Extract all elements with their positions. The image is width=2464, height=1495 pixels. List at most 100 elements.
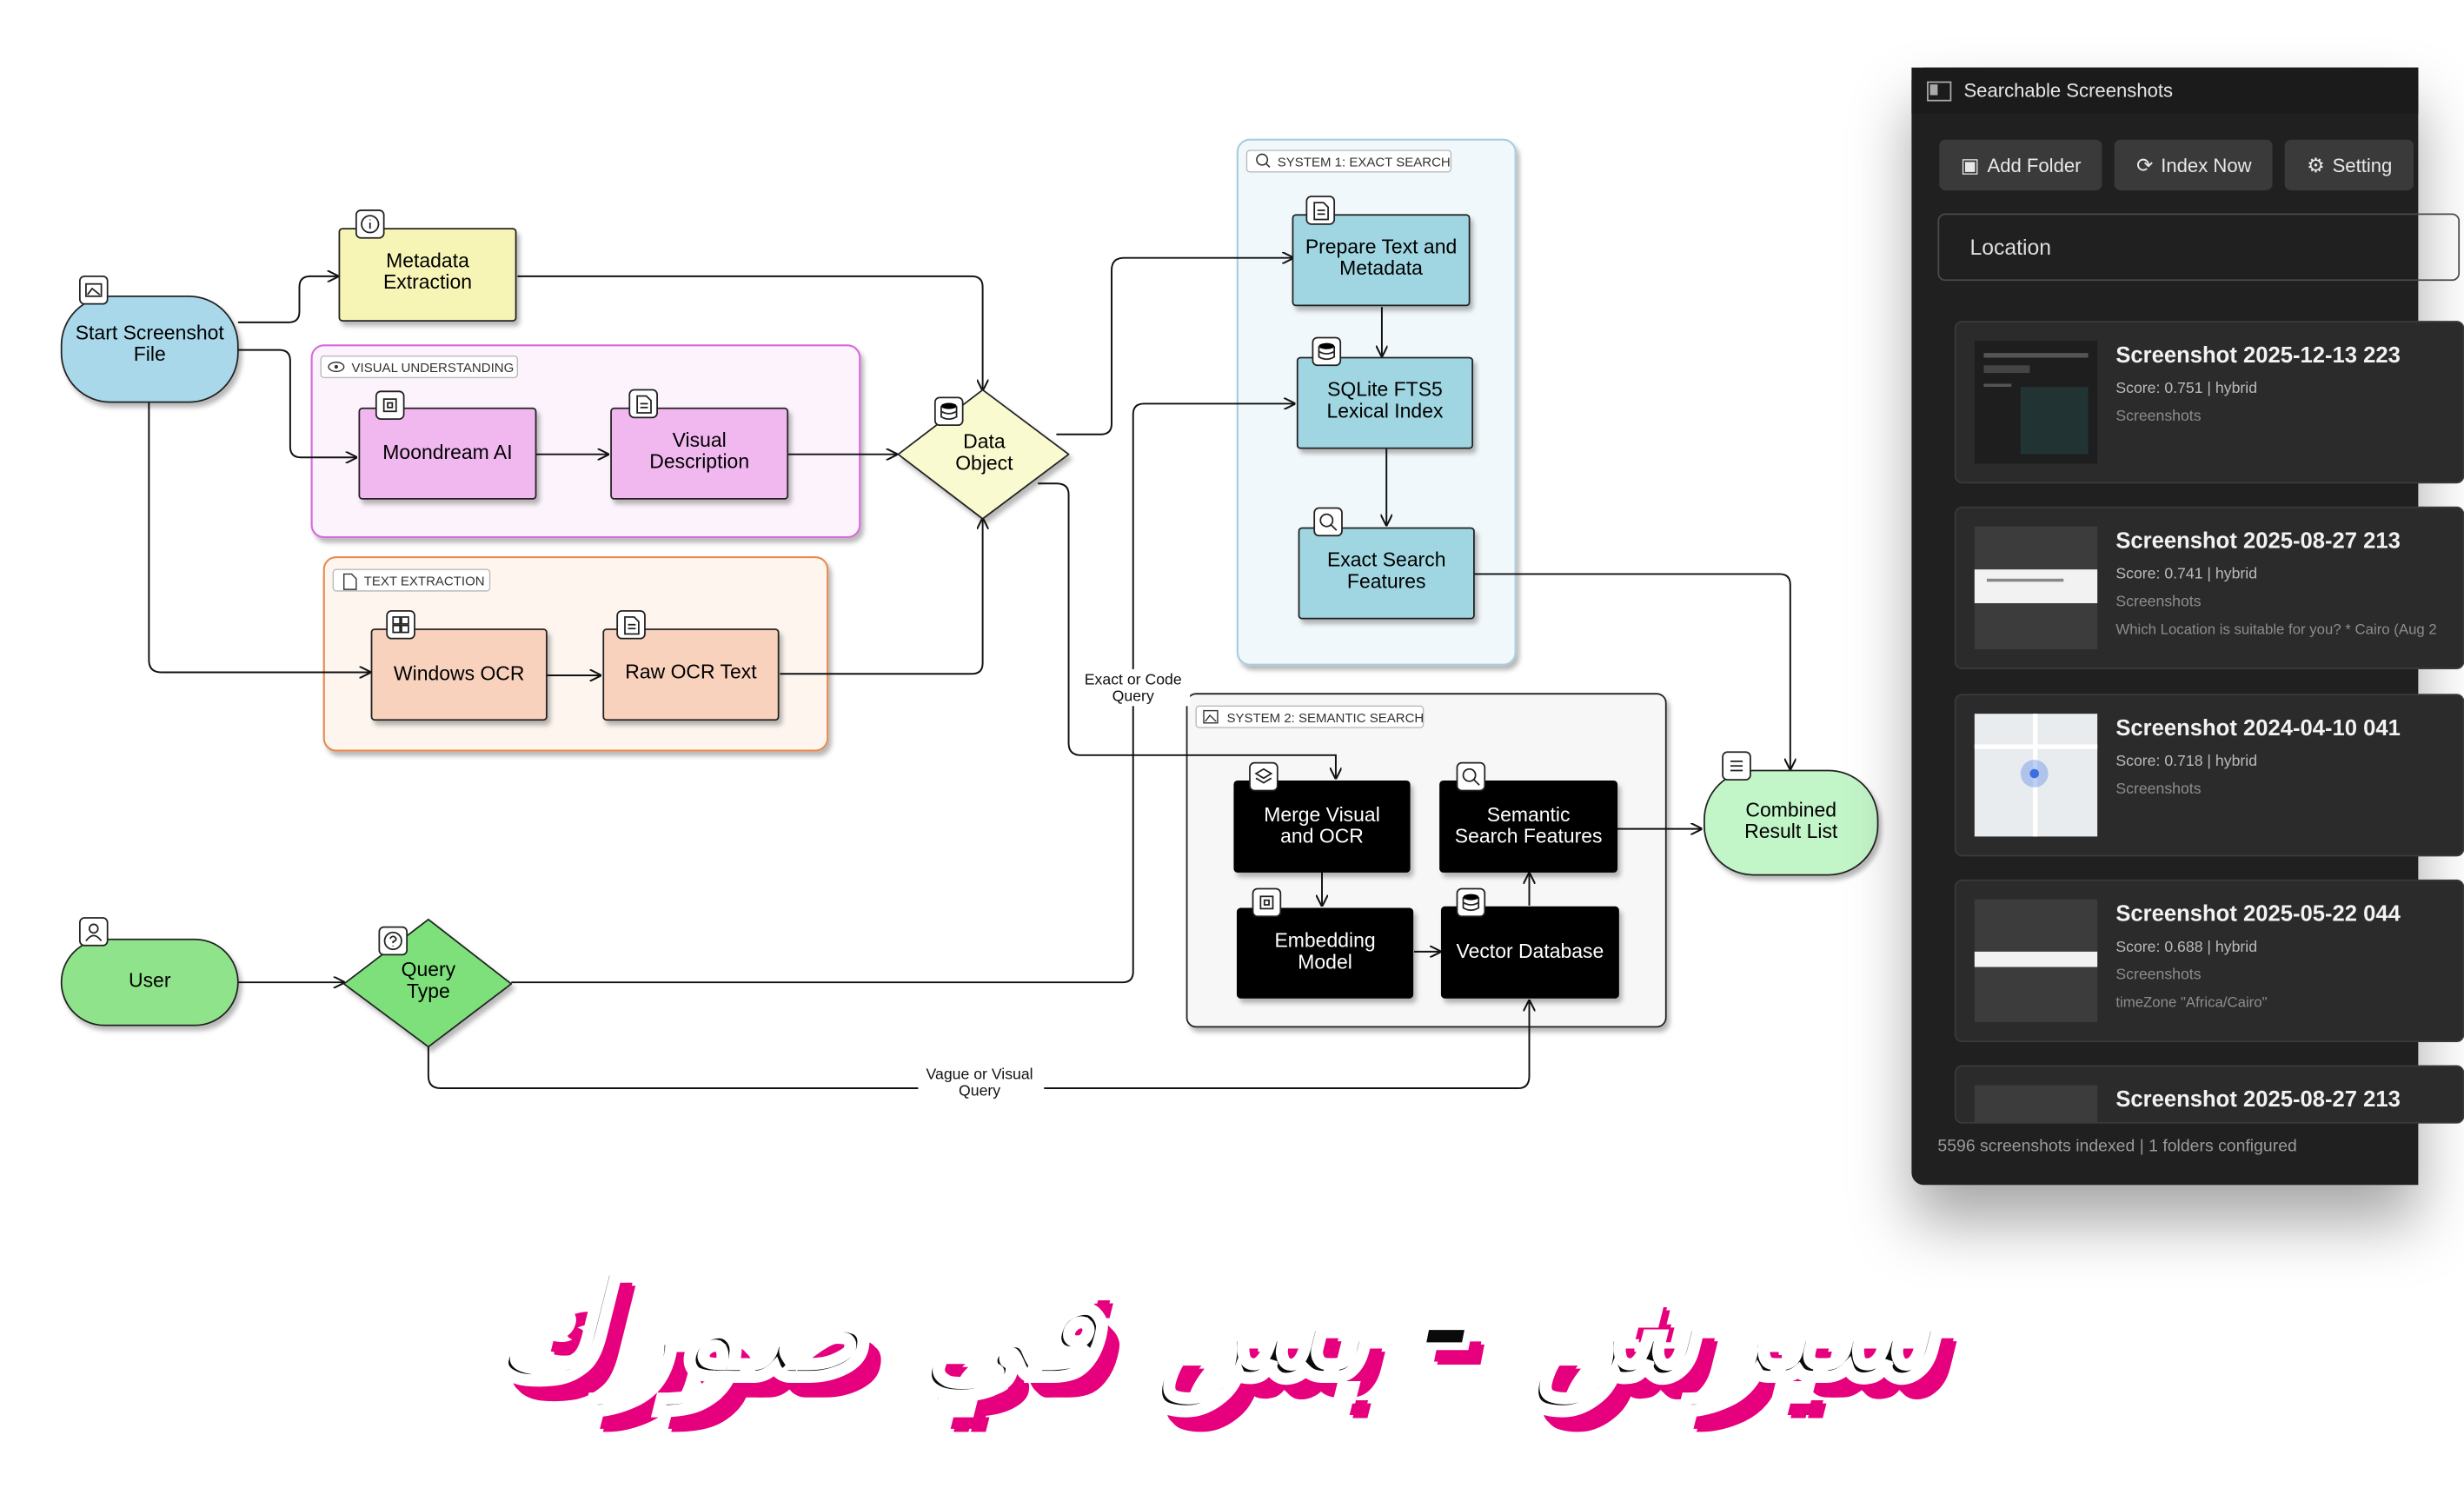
search-icon (1313, 507, 1343, 537)
chip-icon (1252, 887, 1282, 918)
svg-text:Vector Database: Vector Database (1457, 940, 1604, 962)
node-user: User (60, 938, 239, 1027)
result-score: Score: 0.751 | hybrid (2115, 380, 2258, 398)
result-title: Screenshot 2024-04-10 041 (2115, 716, 2401, 741)
result-folder: Screenshots (2115, 781, 2202, 799)
edge-start-windows-ocr (148, 402, 369, 673)
system2-group-label: SYSTEM 2: SEMANTIC SEARCH (1226, 711, 1424, 726)
gear-icon: ⚙ (2307, 152, 2325, 176)
result-score: Score: 0.741 | hybrid (2115, 566, 2258, 584)
app-icon (1927, 80, 1952, 101)
node-moondream: Moondream AI (358, 407, 537, 500)
list-icon (1722, 751, 1751, 781)
thumbnail (1974, 526, 2098, 649)
edge-data-prepare (1056, 258, 1292, 435)
title-bar: Searchable Screenshots (1911, 67, 2419, 114)
node-vector-db: Vector Database (1440, 906, 1619, 999)
svg-text:Moondream AI: Moondream AI (382, 441, 512, 463)
image-icon (78, 275, 109, 305)
thumbnail (1974, 1085, 2098, 1122)
document-icon (343, 573, 357, 590)
result-folder: Screenshots (2115, 408, 2202, 426)
edges (148, 258, 1790, 1090)
add-folder-button[interactable]: ▣ Add Folder (1939, 139, 2103, 190)
result-title: Screenshot 2025-08-27 213 (2115, 1088, 2401, 1113)
info-icon (355, 209, 385, 239)
result-score: Score: 0.688 | hybrid (2115, 939, 2258, 957)
location-label: Location (1969, 235, 2052, 260)
app-window: Searchable Screenshots ▣ Add Folder ⟳ In… (1911, 67, 2464, 1186)
eye-icon (328, 362, 345, 373)
database-icon (1456, 887, 1486, 918)
document-icon (1305, 196, 1336, 225)
add-folder-label: Add Folder (1987, 154, 2082, 176)
result-snippet: timeZone "Africa/Cairo" (2115, 994, 2268, 1012)
result-score: Score: 0.718 | hybrid (2115, 754, 2258, 771)
refresh-icon: ⟳ (2136, 152, 2154, 176)
result-card[interactable]: Screenshot 2025-08-27 213 (1954, 1065, 2464, 1124)
thumbnail (1974, 341, 2098, 464)
index-now-label: Index Now (2161, 154, 2252, 176)
result-card[interactable]: Screenshot 2025-08-27 213 Score: 0.741 |… (1954, 506, 2464, 669)
flow-diagram: VISUAL UNDERSTANDING TEXT EXTRACTION SYS… (60, 138, 1879, 1102)
edge-exact-combined (1473, 573, 1790, 768)
node-windows-ocr: Windows OCR (370, 628, 548, 721)
result-title: Screenshot 2025-08-27 213 (2115, 529, 2401, 555)
svg-text:Raw OCR Text: Raw OCR Text (625, 661, 757, 683)
layers-icon (1249, 761, 1278, 792)
toolbar: ▣ Add Folder ⟳ Index Now ⚙ Setting (1939, 139, 2414, 190)
edge-metadata-data (517, 275, 982, 390)
windows-icon (386, 609, 415, 640)
thumbnail (1974, 899, 2098, 1023)
result-card[interactable]: Screenshot 2024-04-10 041 Score: 0.718 |… (1954, 694, 2464, 857)
svg-text:Windows OCR: Windows OCR (394, 661, 525, 684)
result-folder: Screenshots (2115, 967, 2202, 984)
system1-group-label: SYSTEM 1: EXACT SEARCH (1278, 156, 1451, 170)
result-title: Screenshot 2025-12-13 223 (2115, 343, 2401, 369)
user-icon (78, 917, 109, 947)
edge-start-metadata (237, 276, 338, 323)
location-field[interactable]: Location (1937, 213, 2461, 282)
search-icon (1456, 761, 1486, 792)
database-icon (1312, 336, 1342, 367)
index-now-button[interactable]: ⟳ Index Now (2115, 139, 2274, 190)
settings-label: Setting (2332, 154, 2393, 176)
search-icon (1256, 153, 1271, 169)
result-card[interactable]: Screenshot 2025-05-22 044 Score: 0.688 |… (1954, 879, 2464, 1043)
text-group-label: TEXT EXTRACTION (364, 575, 485, 589)
svg-text:User: User (129, 968, 171, 991)
settings-button[interactable]: ⚙ Setting (2285, 139, 2414, 190)
node-raw-ocr: Raw OCR Text (602, 628, 780, 721)
image-icon (1203, 709, 1219, 724)
thumbnail (1974, 714, 2098, 837)
question-icon (378, 926, 408, 956)
document-icon (628, 389, 658, 419)
result-card[interactable]: Screenshot 2025-12-13 223 Score: 0.751 |… (1954, 321, 2464, 484)
status-bar-text: 5596 screenshots indexed | 1 folders con… (1937, 1137, 2297, 1156)
